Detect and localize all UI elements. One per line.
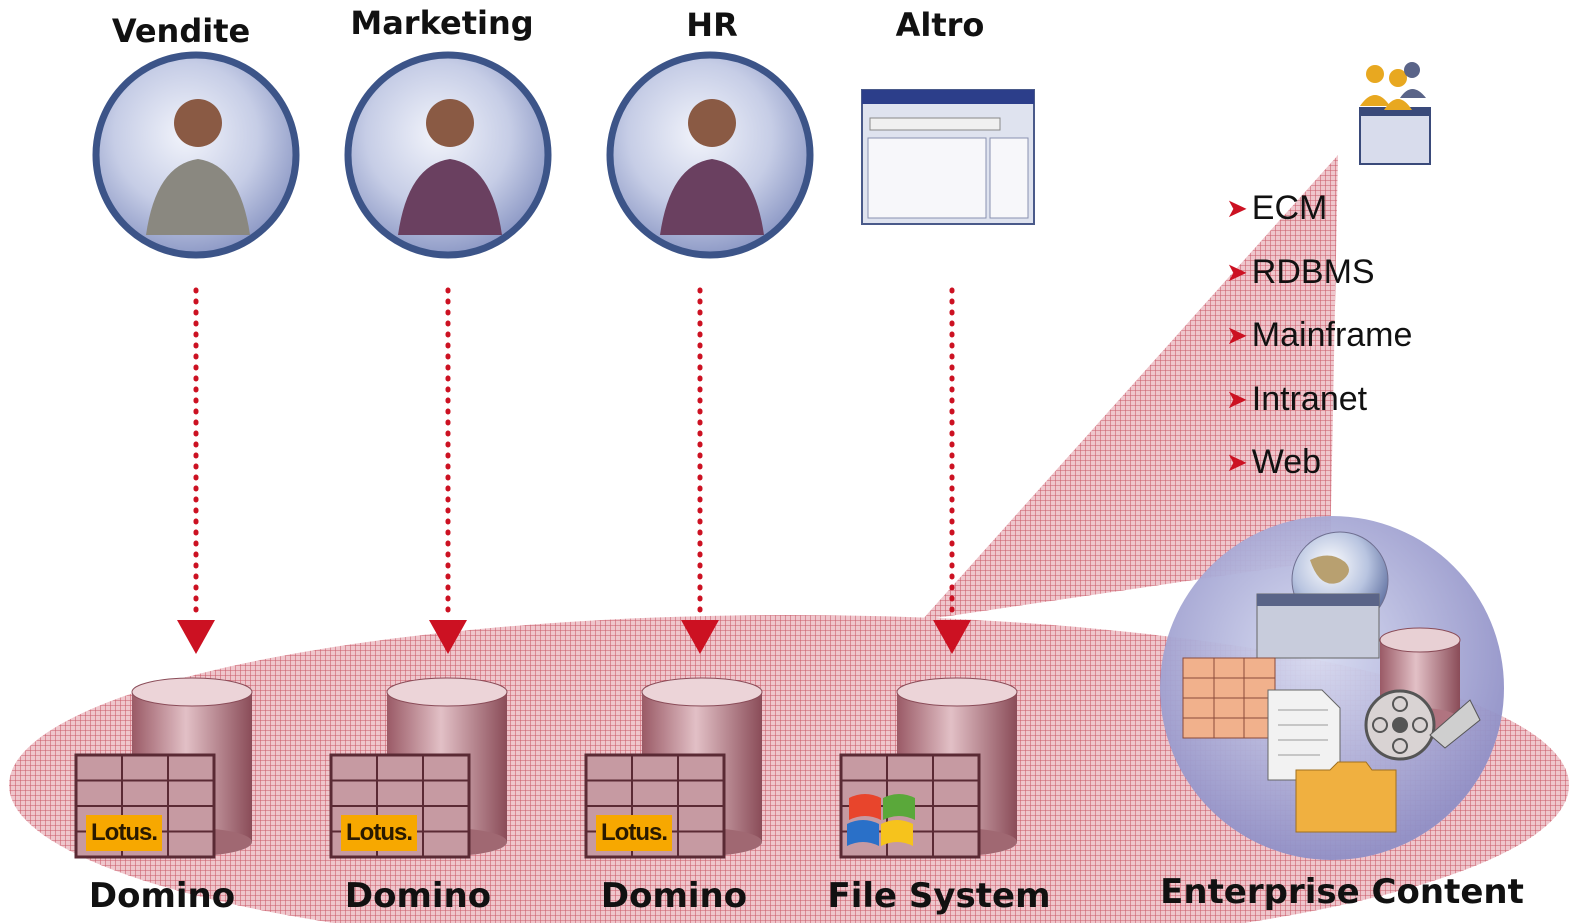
database-store	[584, 677, 763, 859]
lotus-badge-2: Lotus.	[341, 815, 417, 851]
flow-arrow	[429, 287, 467, 654]
bullet-arrow-icon: ➤	[1226, 256, 1248, 287]
windows-logo-icon	[847, 794, 915, 846]
source-item: ➤RDBMS	[1226, 252, 1375, 291]
store-label-domino-1: Domino	[88, 876, 236, 916]
flow-arrows	[177, 287, 971, 654]
lotus-badge-1: Lotus.	[86, 815, 162, 851]
source-projection	[922, 155, 1338, 620]
spreadsheet-icon	[1182, 657, 1276, 739]
enterprise-source-list: ➤ECM ➤RDBMS ➤Mainframe ➤Intranet ➤Web	[1226, 186, 1412, 504]
bullet-arrow-icon: ➤	[1226, 383, 1248, 414]
phone-woman-photo	[606, 51, 814, 259]
enterprise-content-cluster	[1160, 516, 1504, 860]
store-label-file-system: File System	[827, 876, 1051, 916]
document-icon	[1267, 689, 1341, 781]
store-label-domino-2: Domino	[344, 876, 492, 916]
bullet-arrow-icon: ➤	[1226, 193, 1248, 223]
flow-arrow	[681, 287, 719, 654]
source-item: ➤Web	[1226, 443, 1322, 481]
flow-arrow	[177, 287, 215, 654]
group-label-hr: HR	[686, 6, 738, 44]
source-item: ➤Mainframe	[1226, 316, 1413, 354]
enterprise-content-label: Enterprise Content	[1160, 872, 1524, 912]
bullet-arrow-icon: ➤	[1226, 320, 1248, 350]
team-icon	[1359, 62, 1431, 165]
group-label-altro: Altro	[895, 6, 985, 44]
source-item: ➤Intranet	[1226, 379, 1368, 418]
call-agent-photo	[344, 51, 552, 259]
personas	[92, 51, 1035, 259]
folder-icon	[1295, 761, 1397, 833]
group-label-vendite: Vendite	[111, 12, 251, 50]
film-reel-icon	[1364, 689, 1481, 761]
businessman-photo	[92, 51, 300, 259]
source-item: ➤ECM	[1226, 189, 1328, 227]
flow-arrow	[933, 287, 971, 654]
group-label-marketing: Marketing	[350, 4, 534, 42]
lotus-badge-3: Lotus.	[596, 815, 672, 851]
application-window-icon	[861, 89, 1035, 225]
store-label-domino-3: Domino	[600, 876, 748, 916]
bullet-arrow-icon: ➤	[1226, 447, 1248, 477]
databases	[74, 677, 1018, 859]
database-store	[839, 677, 1018, 859]
